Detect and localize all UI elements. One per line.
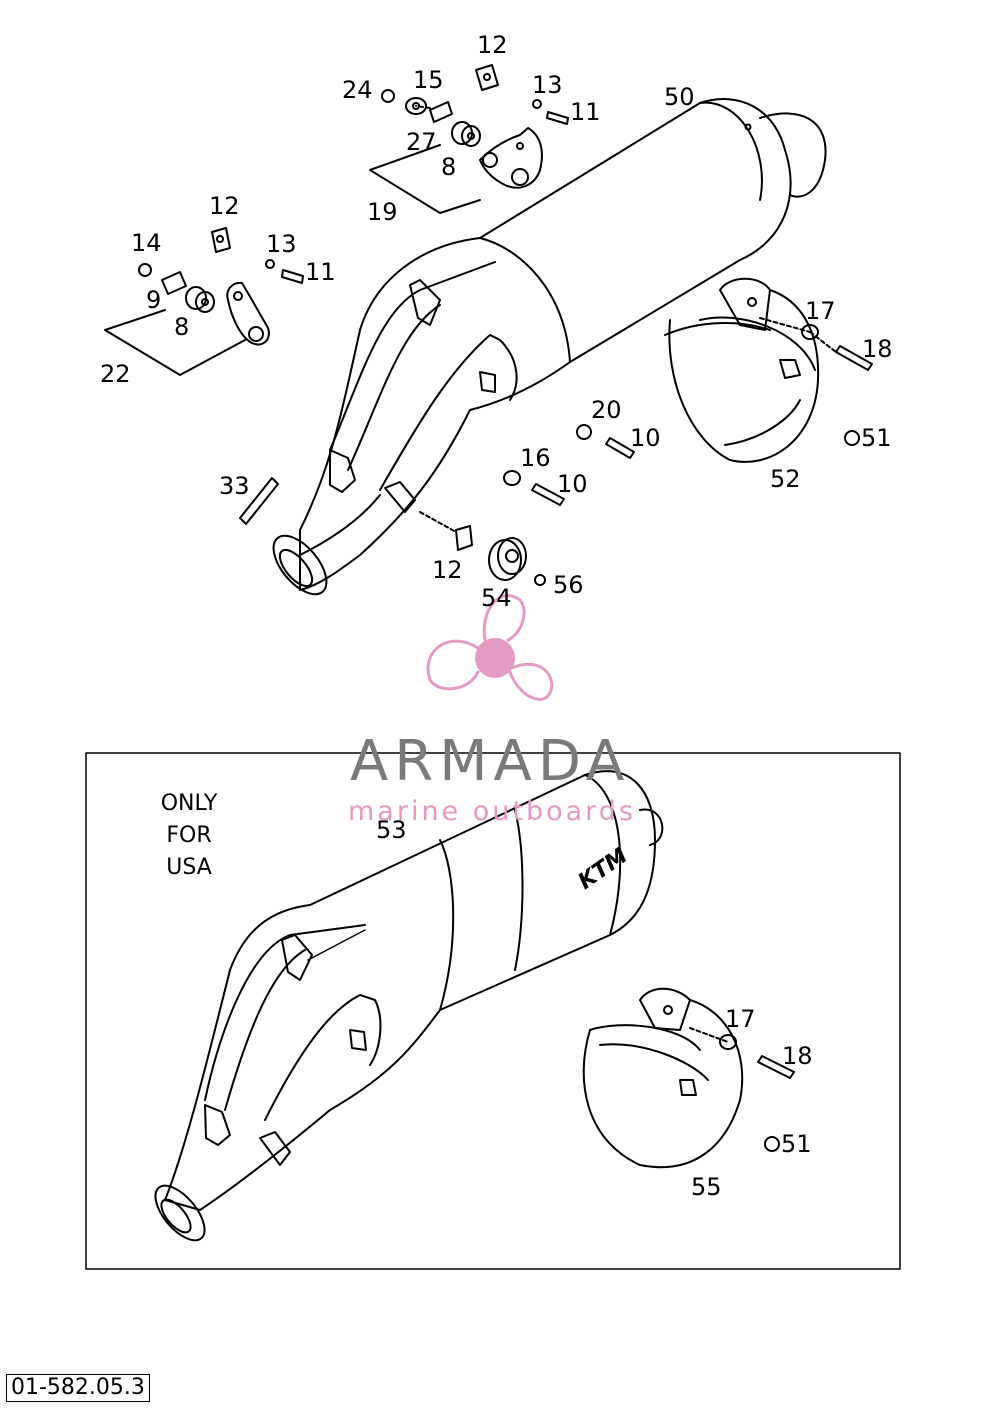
muffler-53 <box>154 770 664 1242</box>
callout-label: 13 <box>532 71 563 99</box>
callout-label: 53 <box>376 816 407 844</box>
callout-label: 11 <box>570 98 601 126</box>
callout-label: 8 <box>441 153 457 181</box>
callout-label: 12 <box>477 31 508 59</box>
callout-label: 22 <box>100 360 131 388</box>
usa-panel-frame <box>85 752 901 1270</box>
callout-label: 24 <box>342 76 373 104</box>
callout-label: 55 <box>691 1173 722 1201</box>
usa-only-note: ONLY FOR USA <box>148 788 230 884</box>
callout-label: 19 <box>367 198 398 226</box>
usa-note-line: ONLY <box>160 791 218 816</box>
callout-label: 14 <box>131 229 162 257</box>
clamp-ring-55 <box>582 987 795 1169</box>
callout-label: 10 <box>557 470 588 498</box>
left-bracket-assembly <box>104 227 304 376</box>
callout-label: 15 <box>413 66 444 94</box>
callout-label: 20 <box>591 396 622 424</box>
callout-label: 18 <box>862 335 893 363</box>
callout-label: 33 <box>219 472 250 500</box>
callout-label: 52 <box>770 465 801 493</box>
armada-wordmark: ARMADA <box>350 729 631 794</box>
callout-label: 54 <box>481 584 512 612</box>
callout-label: 12 <box>432 556 463 584</box>
callout-label: 12 <box>209 192 240 220</box>
armada-tagline: marine outboards <box>348 796 637 827</box>
callout-label: 8 <box>174 313 190 341</box>
fasteners <box>239 317 873 586</box>
armada-propeller-logo <box>426 594 554 701</box>
callout-label: 9 <box>146 286 162 314</box>
callout-label: 27 <box>406 128 437 156</box>
callout-label: 51 <box>781 1130 812 1158</box>
clamp-ring-52 <box>664 277 820 463</box>
callout-label: 17 <box>805 297 836 325</box>
callout-label: 51 <box>861 424 892 452</box>
callout-label: 50 <box>664 83 695 111</box>
callout-label: 11 <box>305 258 336 286</box>
document-number: 01-582.05.3 <box>6 1374 150 1402</box>
muffler-50 <box>272 98 827 596</box>
upper-bracket-assembly <box>369 64 569 214</box>
callout-label: 10 <box>630 424 661 452</box>
usa-note-line: FOR <box>166 823 212 848</box>
callout-label: 16 <box>520 444 551 472</box>
callout-label: 13 <box>266 230 297 258</box>
usa-note-line: USA <box>166 855 212 880</box>
callout-label: 18 <box>782 1042 813 1070</box>
callout-label: 17 <box>725 1005 756 1033</box>
callout-label: 56 <box>553 571 584 599</box>
